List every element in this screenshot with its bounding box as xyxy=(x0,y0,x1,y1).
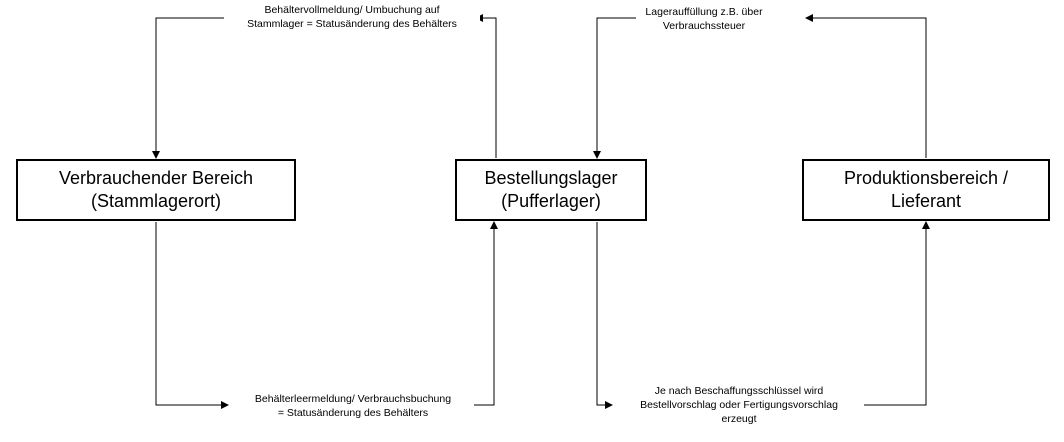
arrow-verbrauch-to-leermeldung xyxy=(155,222,229,409)
edge-label-vollmeldung: Behältervollmeldung/ Umbuchung auf Stamm… xyxy=(224,3,480,31)
node-verbrauch-line1: Verbrauchender Bereich xyxy=(58,168,254,188)
arrow-vollmeldung-to-verbrauch xyxy=(152,17,226,159)
edge-beschaffung-line2: Bestellvorschlag oder Fertigungsvorschla… xyxy=(640,399,838,411)
edge-label-leermeldung: Behälterleermeldung/ Verbrauchsbuchung =… xyxy=(232,392,474,420)
arrow-produktion-to-lagerauffuellung xyxy=(805,14,927,158)
edge-beschaffung-line1: Je nach Beschaffungsschlüssel wird xyxy=(654,385,824,397)
arrow-bestellung-to-beschaffung xyxy=(596,222,613,409)
arrow-bestellung-to-vollmeldung xyxy=(475,14,497,158)
edge-vollmeldung-line2: Stammlager = Statusänderung des Behälter… xyxy=(247,18,457,30)
node-produktion-line2: Lieferant xyxy=(890,191,962,211)
edge-label-beschaffung: Je nach Beschaffungsschlüssel wird Beste… xyxy=(614,384,864,426)
node-bestellung-line2: (Pufferlager) xyxy=(501,191,601,211)
node-verbrauchender-bereich: Verbrauchender Bereich (Stammlagerort) xyxy=(16,159,296,221)
arrow-leermeldung-to-bestellung xyxy=(470,221,498,406)
node-bestellungslager: Bestellungslager (Pufferlager) xyxy=(455,159,647,221)
edge-vollmeldung-line1: Behältervollmeldung/ Umbuchung auf xyxy=(264,4,440,16)
edge-leermeldung-line1: Behälterleermeldung/ Verbrauchsbuchung xyxy=(254,393,452,405)
edge-lagerauffuellung-line2: Verbrauchssteuer xyxy=(662,20,746,32)
node-produktionsbereich: Produktionsbereich / Lieferant xyxy=(802,159,1050,221)
edge-label-lagerauffuellung: Lagerauffüllung z.B. über Verbrauchssteu… xyxy=(636,5,772,33)
edge-leermeldung-line2: = Statusänderung des Behälters xyxy=(277,407,429,419)
arrow-beschaffung-to-produktion xyxy=(860,221,930,406)
arrow-lagerauffuellung-to-bestellung xyxy=(593,17,640,159)
node-bestellung-line1: Bestellungslager xyxy=(484,168,618,188)
edge-beschaffung-line3: erzeugt xyxy=(721,413,757,425)
edge-lagerauffuellung-line1: Lagerauffüllung z.B. über xyxy=(645,6,763,18)
node-produktion-line1: Produktionsbereich / xyxy=(843,168,1009,188)
node-verbrauch-line2: (Stammlagerort) xyxy=(90,191,222,211)
